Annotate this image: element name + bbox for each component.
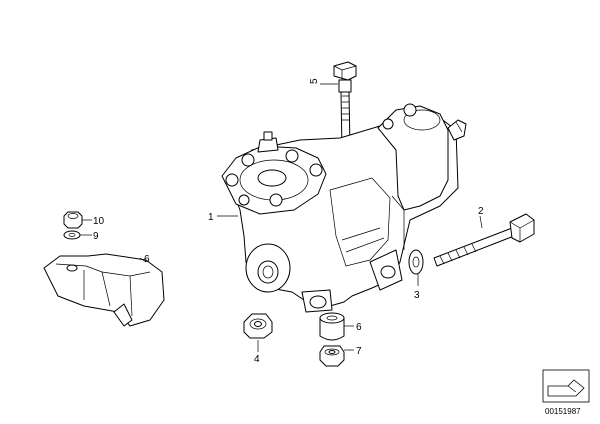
callout-4: 4 [254, 354, 260, 365]
reference-number: 00151987 [545, 407, 581, 416]
small-nut-part-10[interactable] [63, 211, 83, 229]
callout-6-sleeve: 6 [356, 322, 362, 333]
callout-1: 1 [208, 212, 214, 223]
folded-page-arrow-icon [542, 369, 590, 403]
leader-lines [80, 83, 483, 352]
callout-9: 9 [93, 231, 99, 242]
callout-5: 5 [309, 78, 320, 84]
callout-10: 10 [93, 216, 105, 227]
spacer-sleeve-part-6[interactable] [319, 312, 345, 341]
callout-7: 7 [356, 346, 362, 357]
steering-gear-box-part-1[interactable] [221, 103, 467, 313]
washer-part-3[interactable] [408, 249, 424, 275]
callout-6-bracket: 6 [144, 254, 150, 265]
mounting-bracket-part-6[interactable] [43, 253, 165, 327]
nut-part-4[interactable] [243, 313, 273, 339]
lock-nut-part-7[interactable] [319, 345, 345, 367]
callout-2: 2 [478, 206, 484, 217]
callout-labels: 5 1 2 3 4 6 7 10 9 6 [93, 78, 484, 365]
small-washer-part-9[interactable] [63, 230, 81, 240]
callout-3: 3 [414, 290, 420, 301]
long-bolt-part-2[interactable] [433, 213, 535, 267]
